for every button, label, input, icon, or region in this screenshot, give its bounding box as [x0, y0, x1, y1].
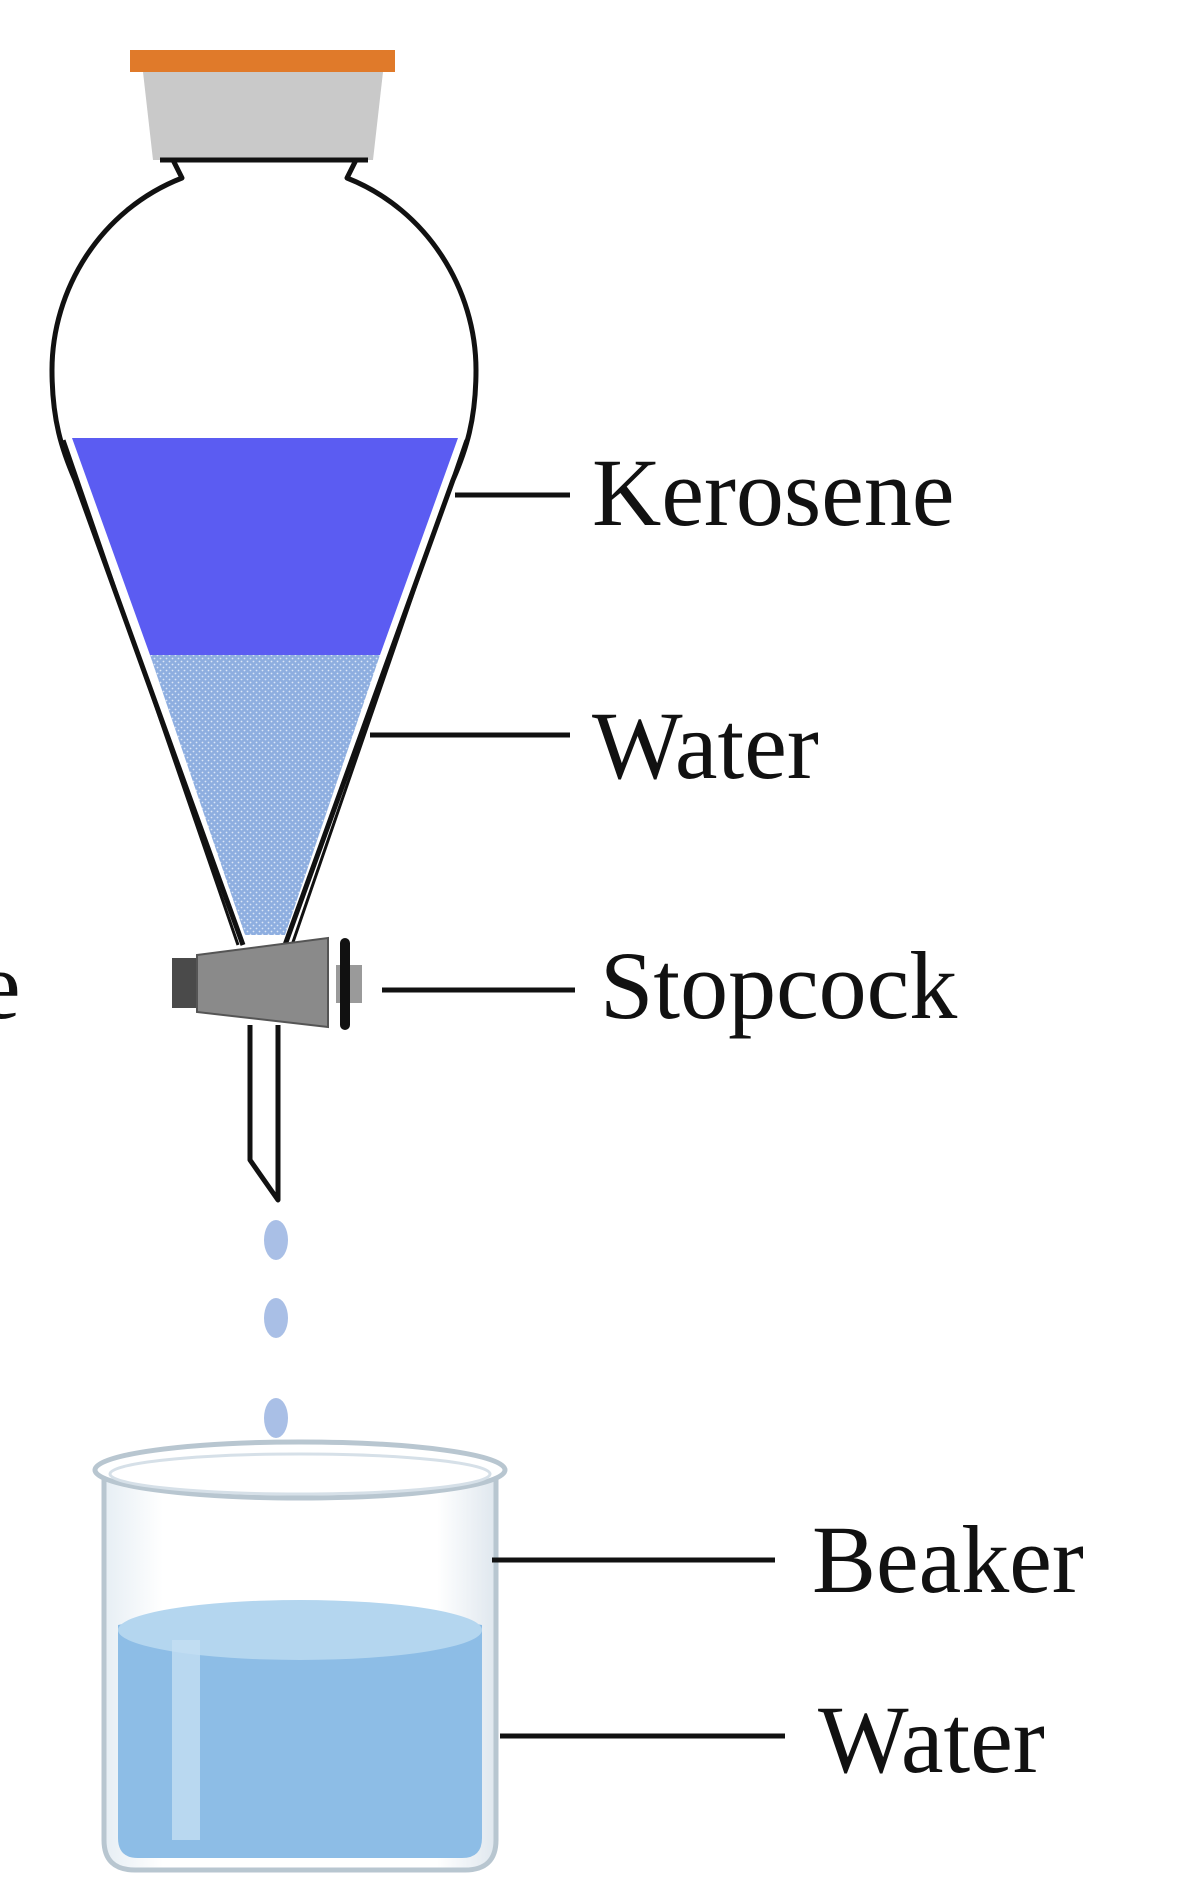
beaker-rim-inner [108, 1452, 492, 1496]
funnel-outer-right [282, 158, 479, 946]
stopcock-body [196, 936, 329, 1029]
stopcock-handle [172, 958, 197, 1008]
droplet [264, 1298, 288, 1338]
beaker-rim [92, 1439, 508, 1501]
droplet [264, 1220, 288, 1260]
funnel-stem [247, 1025, 281, 1203]
cut-off-label-fragment: e [0, 932, 21, 1039]
beaker-highlight [172, 1640, 200, 1840]
leader-lines [370, 492, 785, 1739]
funnel-inner-right [290, 439, 468, 946]
water-top-label: Water [592, 692, 819, 799]
beaker [92, 1439, 508, 1873]
beaker-water [118, 1607, 482, 1858]
stopper [130, 50, 395, 160]
beaker-label: Beaker [812, 1506, 1084, 1613]
stopper-body [143, 72, 383, 160]
stopcock-pin [340, 938, 350, 1030]
water-bottom-label: Water [818, 1686, 1045, 1793]
stopcock-label: Stopcock [600, 932, 957, 1039]
stopper-band [130, 50, 395, 72]
beaker-water-surface [118, 1600, 482, 1660]
funnel-outer-left [49, 158, 246, 946]
droplet [264, 1398, 288, 1438]
kerosene-label: Kerosene [592, 439, 954, 546]
stopcock [172, 936, 362, 1030]
kerosene-layer [72, 438, 458, 655]
water-layer-funnel [150, 655, 380, 935]
separating-funnel [49, 157, 479, 946]
funnel-inner-left [62, 439, 240, 946]
